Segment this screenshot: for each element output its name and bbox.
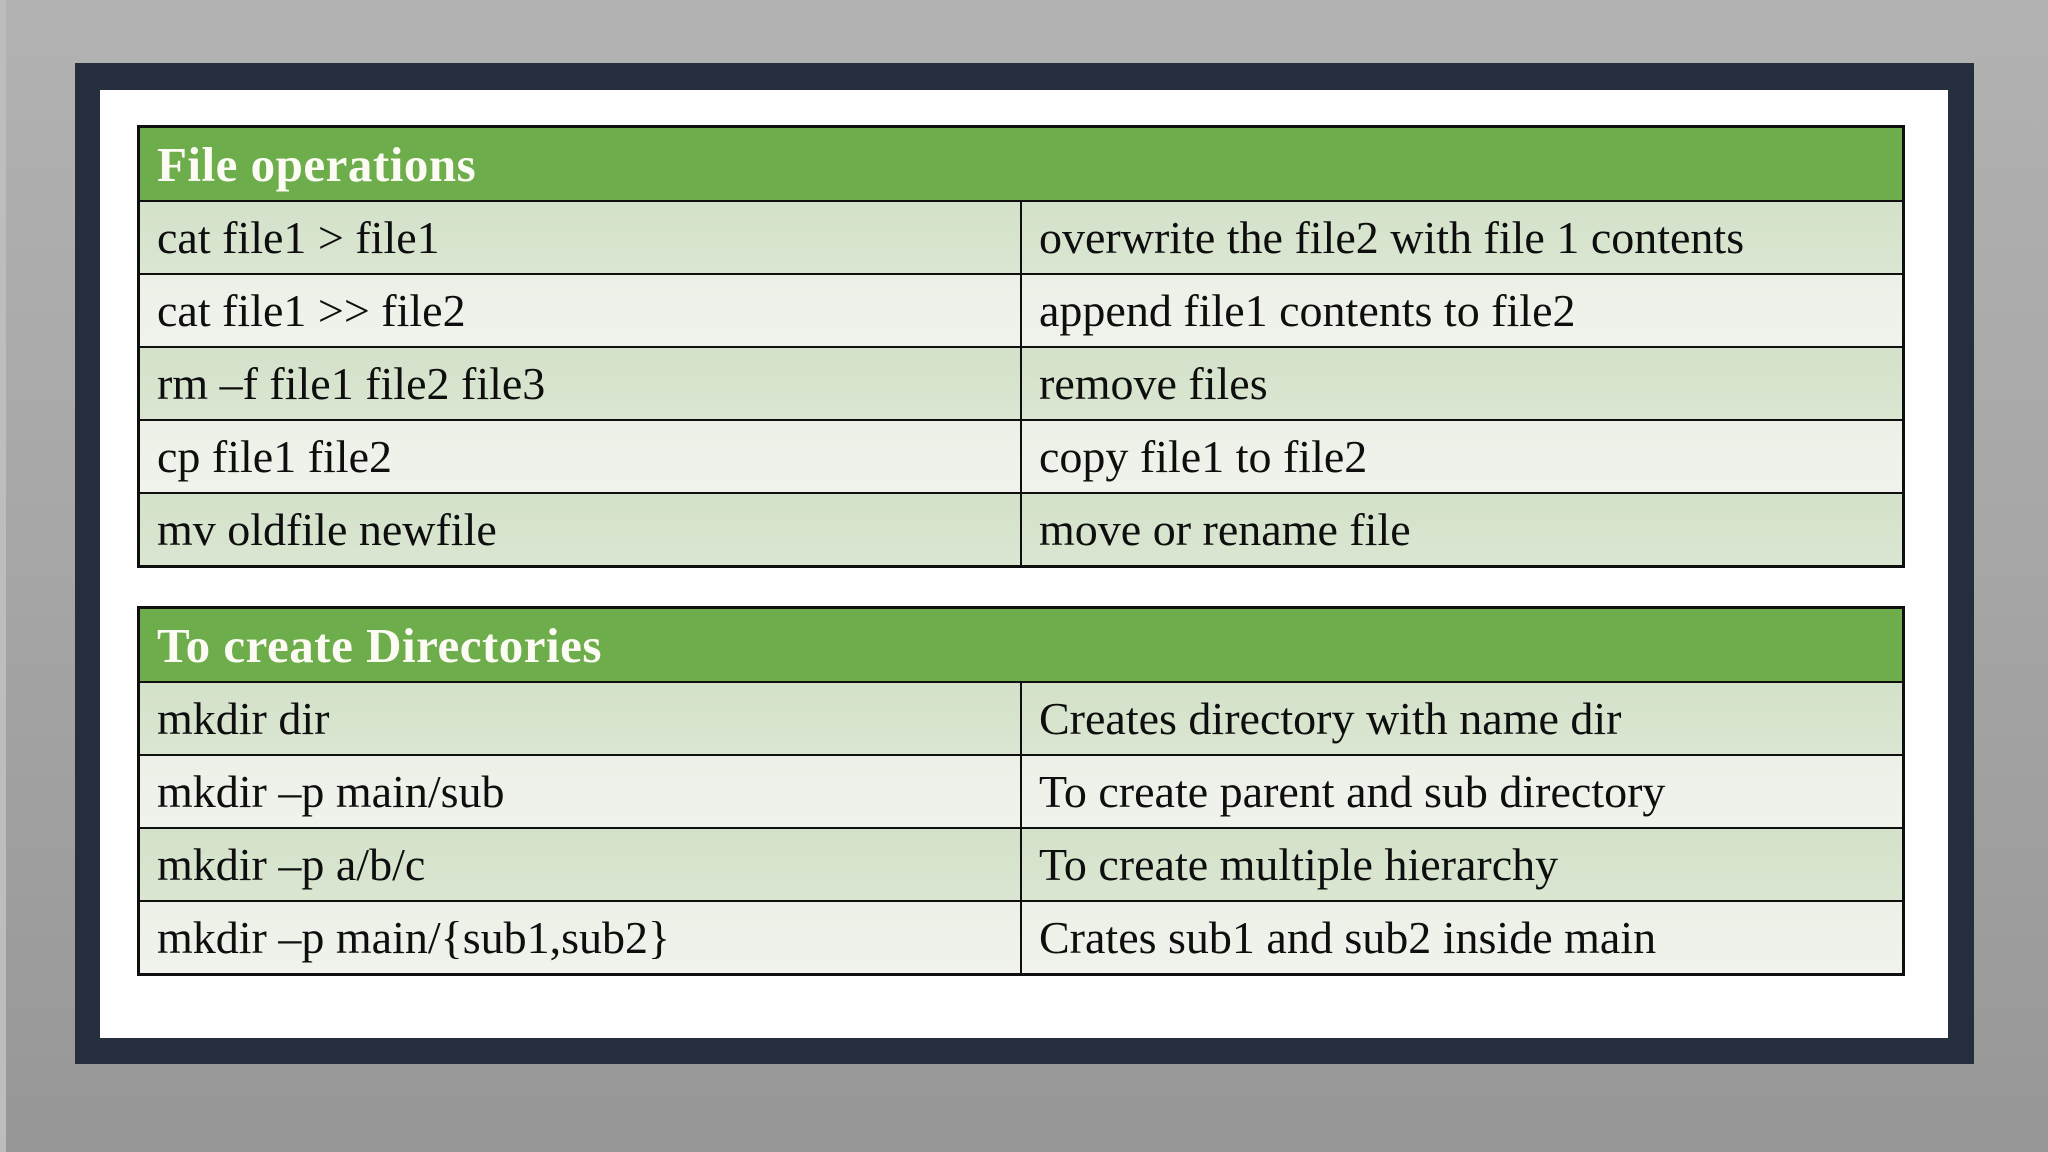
table-row: mkdir dir Creates directory with name di… [137,681,1905,756]
slide-frame: File operations cat file1 > file1 overwr… [75,63,1974,1064]
table-row: mv oldfile newfile move or rename file [137,492,1905,568]
table-row: cat file1 >> file2 append file1 contents… [137,273,1905,348]
description-cell: To create parent and sub directory [1020,754,1905,829]
command-cell: cp file1 file2 [137,419,1022,494]
slide-canvas: File operations cat file1 > file1 overwr… [100,90,1948,1038]
command-cell: mkdir –p main/{sub1,sub2} [137,900,1022,976]
description-cell: append file1 contents to file2 [1020,273,1905,348]
description-cell: move or rename file [1020,492,1905,568]
table-row: cat file1 > file1 overwrite the file2 wi… [137,200,1905,275]
description-cell: Creates directory with name dir [1020,681,1905,756]
background-edge-strip [0,0,6,1152]
command-cell: rm –f file1 file2 file3 [137,346,1022,421]
create-directories-table: To create Directories mkdir dir Creates … [137,606,1905,976]
table-row: cp file1 file2 copy file1 to file2 [137,419,1905,494]
command-cell: cat file1 > file1 [137,200,1022,275]
table-row: mkdir –p main/{sub1,sub2} Crates sub1 an… [137,900,1905,976]
table-title: File operations [137,125,1905,202]
command-cell: mv oldfile newfile [137,492,1022,568]
description-cell: overwrite the file2 with file 1 contents [1020,200,1905,275]
command-cell: mkdir –p main/sub [137,754,1022,829]
description-cell: remove files [1020,346,1905,421]
description-cell: Crates sub1 and sub2 inside main [1020,900,1905,976]
description-cell: To create multiple hierarchy [1020,827,1905,902]
command-cell: cat file1 >> file2 [137,273,1022,348]
table-row: mkdir –p a/b/c To create multiple hierar… [137,827,1905,902]
table-header-row: File operations [137,125,1905,202]
table-title: To create Directories [137,606,1905,683]
command-cell: mkdir –p a/b/c [137,827,1022,902]
table-header-row: To create Directories [137,606,1905,683]
table-row: rm –f file1 file2 file3 remove files [137,346,1905,421]
file-operations-table: File operations cat file1 > file1 overwr… [137,125,1905,568]
description-cell: copy file1 to file2 [1020,419,1905,494]
table-row: mkdir –p main/sub To create parent and s… [137,754,1905,829]
command-cell: mkdir dir [137,681,1022,756]
